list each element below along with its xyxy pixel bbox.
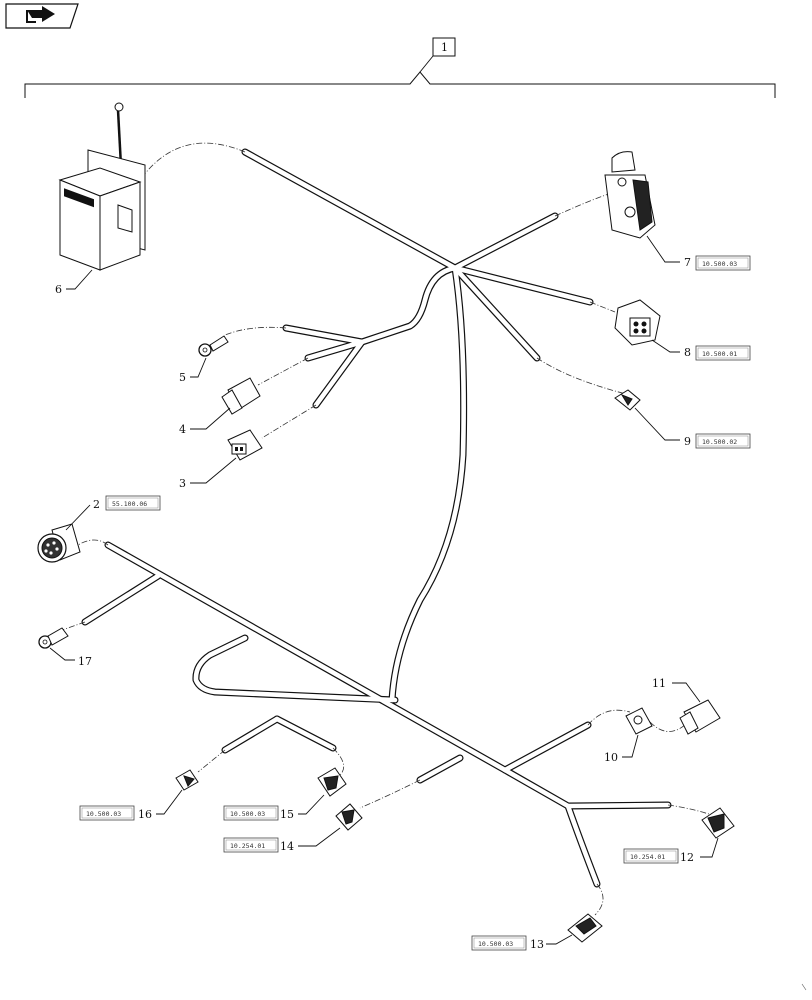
reference-code: 10.254.01: [230, 842, 265, 850]
assembly-bracket: 1: [24, 37, 776, 98]
callout-number: 17: [78, 655, 92, 668]
connector-15[interactable]: [317, 767, 347, 797]
callout-number: 8: [684, 346, 691, 359]
connector-7[interactable]: [604, 151, 656, 239]
callout-number: 12: [680, 851, 694, 864]
harness-wires: [81, 148, 672, 888]
connector-11[interactable]: [679, 699, 721, 735]
reference-code: 10.500.02: [702, 438, 737, 446]
callout-6: 6: [55, 269, 93, 296]
callout-2: 2 55.100.06: [65, 495, 161, 531]
callout-number: 2: [93, 498, 100, 511]
callout-11: 11: [652, 677, 701, 703]
callout-number: 6: [55, 283, 62, 296]
ring-terminal-5[interactable]: [198, 335, 229, 357]
callout-number: 13: [530, 938, 544, 951]
reference-code: 10.500.01: [702, 350, 737, 358]
ring-terminal-17[interactable]: [38, 627, 69, 649]
callout-number: 11: [652, 677, 666, 690]
connector-13[interactable]: [567, 913, 603, 943]
nav-button[interactable]: [5, 3, 79, 29]
connector-8[interactable]: [614, 299, 661, 346]
callout-15: 15 10.500.03: [223, 794, 325, 821]
callout-number: 3: [179, 477, 186, 490]
callout-number: 16: [138, 808, 152, 821]
callout-3: 3: [179, 457, 237, 490]
callout-5: 5: [179, 357, 207, 384]
reference-code: 10.500.03: [478, 940, 513, 948]
callout-13: 13 10.500.03: [471, 934, 573, 951]
callout-number: 10: [604, 751, 618, 764]
callout-7: 7 10.500.03: [646, 235, 751, 271]
callout-10: 10: [604, 734, 639, 764]
relay-box-6[interactable]: [58, 102, 146, 271]
callout-17: 17: [49, 647, 92, 668]
forward-arrow-icon: [26, 6, 55, 23]
connector-14[interactable]: [335, 803, 363, 831]
callout-8: 8 10.500.01: [651, 339, 751, 361]
callout-4: 4: [179, 407, 231, 436]
callout-number: 15: [280, 808, 294, 821]
connector-9[interactable]: [614, 389, 641, 411]
callout-12: 12 10.254.01: [623, 837, 719, 864]
reference-code: 10.254.01: [630, 853, 665, 861]
connector-4[interactable]: [221, 377, 261, 415]
round-connector-2[interactable]: [37, 523, 81, 563]
connector-16[interactable]: [175, 769, 199, 791]
corner-mark: [801, 983, 807, 991]
callout-number: 9: [684, 435, 691, 448]
reference-code: 10.500.03: [86, 810, 121, 818]
reference-code: 55.100.06: [112, 500, 147, 508]
callout-number: 5: [179, 371, 186, 384]
callout-16: 16 10.500.03: [79, 789, 183, 821]
callout-9: 9 10.500.02: [634, 407, 751, 449]
connector-3[interactable]: [227, 429, 263, 461]
callout-number: 7: [684, 256, 691, 269]
callout-number: 4: [179, 423, 186, 436]
wire-leads: [61, 142, 713, 916]
connector-10[interactable]: [625, 707, 653, 735]
reference-code: 10.500.03: [702, 260, 737, 268]
callout-number: 14: [280, 840, 294, 853]
callout-14: 14 10.254.01: [223, 827, 341, 853]
connector-12[interactable]: [701, 807, 735, 839]
assembly-label: 1: [441, 41, 448, 54]
reference-code: 10.500.03: [230, 810, 265, 818]
